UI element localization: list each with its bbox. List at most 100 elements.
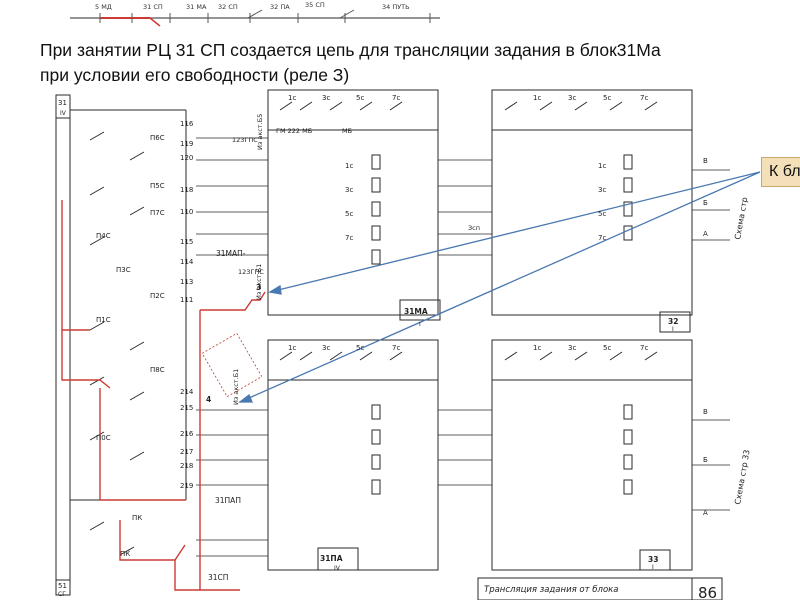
output-label: Б [703, 456, 708, 464]
relay-label: 5с [345, 210, 353, 218]
left-relay-label: П8С [150, 366, 165, 374]
label-box-31pa [317, 547, 359, 571]
label-box-32 [659, 311, 691, 333]
slide-caption: При занятии РЦ 31 СП создается цепь для … [40, 38, 780, 88]
vertical-label: Схема стр [733, 197, 749, 241]
circuit-label-31map: 31МАП- [216, 249, 246, 258]
circuit-label-31pap: 31ПАП [215, 496, 241, 505]
caption-line-1: При занятии РЦ 31 СП создается цепь для … [40, 40, 661, 60]
title-stamp: Трансляция задания от блока 86 [477, 577, 723, 600]
block-sublabel-31pa: IV [334, 565, 341, 572]
point-label-3: 3 [256, 283, 261, 292]
top-term: 1с [288, 344, 296, 352]
terminal-number: 114 [180, 258, 194, 266]
output-label: А [703, 230, 708, 238]
top-term: 7с [640, 344, 648, 352]
vertical-label: Из акст.Б1 [255, 264, 263, 300]
vertical-label: Из акст.Б1 [232, 369, 240, 405]
left-relay-label: ПК [120, 550, 130, 558]
callout-box: К бл [761, 157, 800, 187]
block-label-31ma: 31МА [404, 307, 428, 316]
terminal-number: 119 [180, 140, 193, 148]
circuit-label: Зсп [468, 224, 480, 232]
left-relay-label: П2С [150, 292, 165, 300]
callout-label: К бл [769, 163, 800, 180]
relay-block-tr-header [491, 89, 693, 131]
left-block-sublabel: IV [60, 110, 67, 117]
block-label-31pa: 31ПА [320, 554, 343, 563]
label-box-31ma [399, 299, 441, 321]
top-term: 7с [640, 94, 648, 102]
left-block-bottom-sublabel: СГ [58, 591, 66, 598]
top-term: 1с [533, 94, 541, 102]
output-label: Б [703, 199, 708, 207]
left-block-frame [55, 94, 71, 596]
left-block-bottom-label: 51 [58, 582, 67, 590]
top-term: 5с [356, 94, 364, 102]
left-relay-label: П0С [96, 434, 111, 442]
block-sublabel-33: I [652, 564, 654, 571]
left-relay-label: П1С [96, 316, 111, 324]
top-term: 1с [533, 344, 541, 352]
left-relay-label: П6С [150, 134, 165, 142]
track-plan-strip: 5 МД 31 СП 31 МА 32 СП 32 ПА 35 СП 34 ПУ… [70, 1, 440, 27]
dotted-selection [201, 332, 263, 398]
top-term: 7с [392, 94, 400, 102]
left-relay-label: П7С [150, 209, 165, 217]
relay-block-br [491, 379, 693, 571]
circuit-label: ГМ 222 МБ [276, 127, 312, 135]
relay-coils [371, 154, 633, 495]
terminal-number: 120 [180, 154, 193, 162]
left-relay-label: ПК [132, 514, 142, 522]
relay-block-br-header [491, 339, 693, 381]
block-sublabel-31ma: I [419, 321, 421, 328]
left-relay-label: П4С [96, 232, 111, 240]
vertical-label: Из акст.Б5 [256, 114, 264, 150]
wiring-rows [196, 137, 730, 557]
relay-label: 1с [598, 162, 606, 170]
relay-label: 7с [345, 234, 353, 242]
circuit-label: 123ГПС [232, 136, 258, 144]
terminal-number: 116 [180, 120, 194, 128]
block-sublabel-32: I [672, 326, 674, 333]
terminal-number: 218 [180, 462, 193, 470]
circuit-label: 123ГПС [238, 268, 264, 276]
top-term: 3с [322, 344, 330, 352]
circuit-label: МБ [342, 127, 352, 135]
terminal-number: 118 [180, 186, 193, 194]
relay-label: 7с [598, 234, 606, 242]
terminal-number: 216 [180, 430, 194, 438]
stamp-title: Трансляция задания от блока [484, 585, 618, 595]
circuit-label-31sp: 31СП [208, 573, 228, 582]
top-term: 3с [322, 94, 330, 102]
terminal-number: 115 [180, 238, 193, 246]
switch-branch [149, 17, 161, 27]
relay-block-bl [267, 379, 439, 571]
left-block-label: 31 [58, 99, 67, 107]
terminal-number: 215 [180, 404, 193, 412]
terminal-number: 111 [180, 296, 193, 304]
left-relay-label: П5С [150, 182, 165, 190]
track-label: 31 СП [143, 3, 163, 11]
track-label: 32 СП [218, 3, 238, 11]
top-term: 1с [288, 94, 296, 102]
callout-arrows [238, 171, 761, 403]
terminal-number: 217 [180, 448, 193, 456]
track-label: 35 СП [305, 1, 325, 9]
terminal-number: 113 [180, 278, 193, 286]
insulating-joints [99, 13, 431, 23]
left-relay-contacts [89, 131, 145, 556]
terminal-number: 110 [180, 208, 193, 216]
relay-label: 3с [598, 186, 606, 194]
stamp-page-number: 86 [698, 584, 717, 600]
top-term: 3с [568, 344, 576, 352]
relay-label: 1с [345, 162, 353, 170]
top-term: 5с [356, 344, 364, 352]
block-label-33: 33 [648, 555, 658, 564]
point-label-4: 4 [206, 395, 211, 404]
top-term: 7с [392, 344, 400, 352]
track-label: 34 ПУТЬ [382, 3, 410, 11]
output-label: В [703, 157, 708, 165]
top-term: 5с [603, 344, 611, 352]
